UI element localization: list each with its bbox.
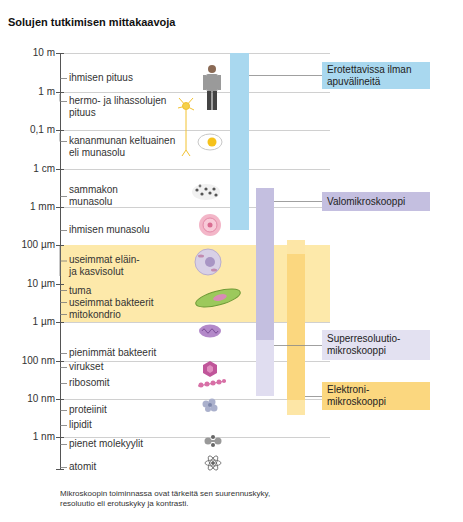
item-label: kananmunan keltuainen eli munasolu [69, 135, 187, 159]
diagram-title: Solujen tutkimisen mittakaavoja [8, 16, 308, 29]
item-label: hermo- ja lihassolujen pituus [69, 95, 169, 119]
mitochondrion-icon [199, 325, 221, 338]
scale-tick: 1 µm [0, 316, 55, 328]
item-label: sammakon munasolu [69, 184, 124, 208]
item-label: lipidit [69, 419, 179, 431]
item-label: ribosomit [69, 377, 179, 389]
egg-icon [198, 134, 222, 150]
range-label-box: Superresoluutio- mikroskooppi [322, 330, 430, 360]
item-label: ihmisen munasolu [69, 224, 179, 236]
band-label: useimmat eläin- ja kasvisolut [69, 254, 149, 278]
bacterium-icon [194, 285, 242, 310]
item-label: pienet molekyylit [69, 438, 179, 450]
electron-bar-top [287, 240, 305, 254]
frog-eggs-icon [192, 184, 220, 200]
scale-tick: 1 cm [0, 163, 55, 175]
box-label: Valomikroskooppi [327, 196, 416, 208]
electron-microscope-bar [287, 254, 305, 400]
item-label: atomit [69, 461, 179, 473]
scale-tick: 1 mm [0, 201, 55, 213]
protein-icon [203, 399, 218, 413]
scale-tick: 10 nm [0, 393, 55, 405]
molecule-icon [205, 435, 222, 447]
range-label-box: Erotettavissa ilman apuvälineitä [322, 62, 430, 89]
range-label-box: Valomikroskooppi [322, 192, 430, 211]
human-egg-icon [199, 214, 221, 236]
item-label: ihmisen pituus [69, 72, 179, 84]
light-microscope-bar [256, 188, 274, 340]
scale-axis [56, 53, 64, 470]
naked-eye-bar [230, 53, 249, 230]
neuron-icon [178, 98, 194, 156]
scale-tick: 1 m [0, 86, 55, 98]
electron-bar-bottom [287, 400, 305, 415]
scale-tick: 10 µm [0, 278, 55, 290]
bar-pointer-lines [249, 76, 322, 397]
ribosome-icon [198, 379, 226, 388]
scale-tick: 100 µm [0, 239, 55, 251]
human-figure [203, 65, 221, 110]
decade-lines [60, 54, 330, 438]
range-label-box: Elektroni- mikroskooppi [322, 382, 430, 410]
box-label: Erotettavissa ilman apuvälineitä [327, 64, 416, 88]
scale-tick: 10 m [0, 47, 55, 59]
scale-tick: 1 nm [0, 431, 55, 443]
cell-icon [195, 249, 221, 275]
diagram-caption: Mikroskoopin toiminnassa ovat tärkeitä s… [60, 489, 300, 509]
box-label: Superresoluutio- mikroskooppi [327, 333, 416, 357]
item-label: virukset [69, 361, 179, 373]
band-label: tuma [69, 285, 189, 297]
item-label: proteiinit [69, 404, 179, 416]
superresolution-bar [256, 340, 274, 396]
scale-tick: 0,1 m [0, 124, 55, 136]
band-label: mitokondrio [69, 309, 189, 321]
leader-lines [60, 79, 67, 468]
band-label: useimmat bakteerit [69, 297, 189, 309]
item-label: pienimmät bakteerit [69, 347, 189, 359]
scale-tick: 100 nm [0, 355, 55, 367]
atom-icon [205, 455, 221, 472]
virus-icon [203, 361, 217, 377]
box-label: Elektroni- mikroskooppi [327, 384, 416, 408]
cell-size-band: useimmat eläin- ja kasvisolut tumauseimma… [60, 245, 330, 322]
